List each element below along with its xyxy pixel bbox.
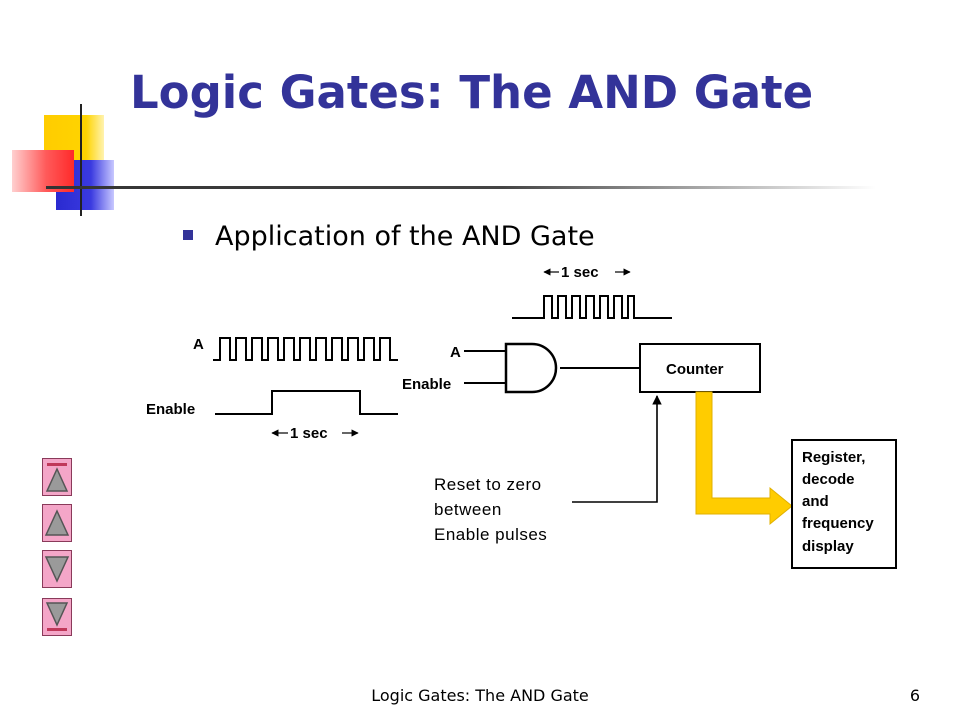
last-slide-icon [45, 602, 69, 631]
slide-title: Logic Gates: The AND Gate [130, 66, 814, 119]
title-underline [46, 186, 876, 189]
reset-note-line-1: Reset to zero [434, 475, 542, 494]
counter-box [639, 343, 761, 393]
reset-note-line-2: between [434, 500, 502, 519]
previous-slide-button[interactable] [42, 504, 72, 542]
register-label-line-1: Register, [802, 449, 865, 466]
waveform-enable-label: Enable [146, 401, 195, 418]
register-label-line-5: display [802, 538, 854, 555]
register-label-line-3: and [802, 493, 829, 510]
last-slide-button[interactable] [42, 598, 72, 636]
first-slide-icon [45, 463, 69, 492]
next-slide-icon [44, 556, 70, 583]
decor-red-square [12, 150, 74, 192]
next-slide-button[interactable] [42, 550, 72, 588]
footer-title: Logic Gates: The AND Gate [371, 686, 589, 705]
waveform-enable [215, 390, 398, 415]
previous-slide-icon [44, 509, 70, 536]
output-bus-arrow [695, 391, 793, 526]
bullet-text: Application of the AND Gate [215, 221, 595, 252]
gate-input-a-label: A [450, 344, 461, 361]
bullet-square-icon [183, 230, 193, 240]
waveform-a [213, 337, 398, 361]
decor-vertical-line [80, 104, 82, 216]
and-gate-symbol [504, 342, 558, 394]
reset-wire [572, 395, 662, 503]
gate-input-enable-label: Enable [402, 376, 451, 393]
gated-output-waveform [512, 295, 672, 319]
register-label-line-4: frequency [802, 515, 874, 532]
first-slide-button[interactable] [42, 458, 72, 496]
pulse-width-label-left: 1 sec [290, 425, 328, 442]
reset-note-line-3: Enable pulses [434, 525, 547, 544]
page-number: 6 [909, 686, 920, 705]
gated-width-label: 1 sec [561, 264, 599, 281]
counter-label: Counter [666, 361, 724, 378]
waveform-a-label: A [193, 336, 204, 353]
register-box [791, 439, 897, 569]
register-label-line-2: decode [802, 471, 855, 488]
